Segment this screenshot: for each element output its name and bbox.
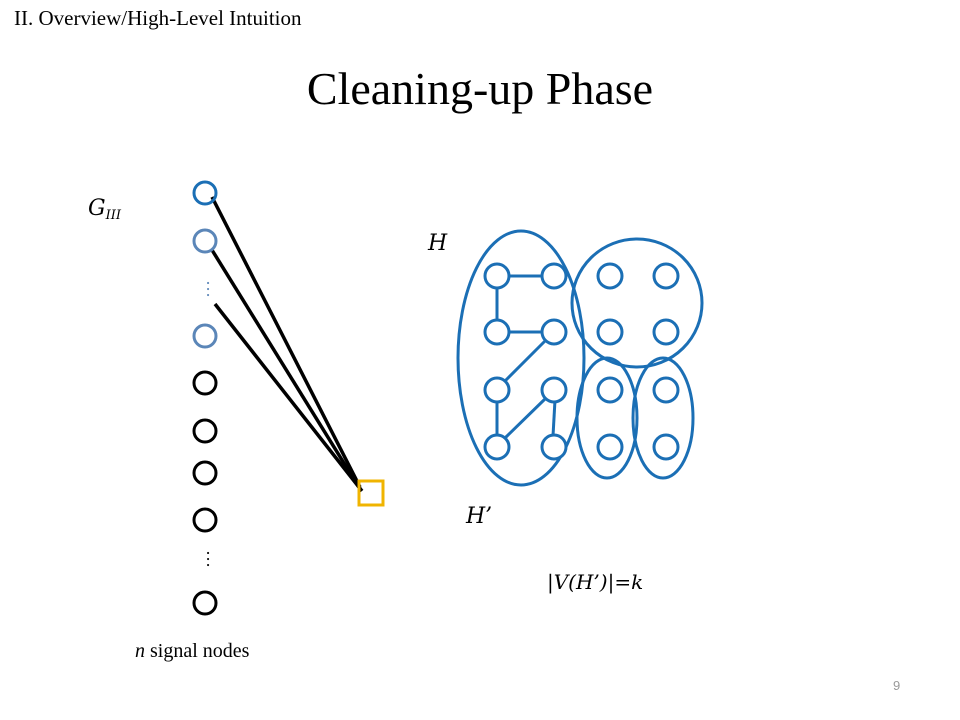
signal-caption-text: signal nodes xyxy=(150,640,250,662)
h-node xyxy=(540,318,568,346)
group-node xyxy=(596,318,624,346)
h-nodes xyxy=(483,262,680,461)
size-equation: |V(H’)|=k xyxy=(547,570,643,595)
group-node xyxy=(596,262,624,290)
slide-title: Cleaning-up Phase xyxy=(306,63,654,114)
signal-node xyxy=(192,590,218,616)
set-h-ellipse xyxy=(456,229,586,487)
group-node xyxy=(652,376,680,404)
group-node xyxy=(652,433,680,461)
group-ellipse-right xyxy=(631,356,695,480)
set-h-label: H xyxy=(427,231,448,256)
vertical-ellipsis-top: … xyxy=(203,280,223,298)
group-ellipse-circle xyxy=(570,237,704,369)
group-node xyxy=(596,433,624,461)
h-edge xyxy=(502,338,548,384)
section-label: II. Overview/High-Level Intuition xyxy=(14,6,302,30)
subset-h-prime-label: H’ xyxy=(465,504,492,529)
h-node xyxy=(483,318,511,346)
signal-node xyxy=(192,180,218,206)
h-node xyxy=(483,433,511,461)
h-node xyxy=(483,376,511,404)
page-number: 9 xyxy=(893,678,901,693)
group-node xyxy=(652,262,680,290)
h-edge xyxy=(503,396,548,440)
set-ellipses xyxy=(456,229,704,487)
signal-node xyxy=(192,370,218,396)
signal-edges xyxy=(210,196,364,493)
signal-node xyxy=(192,228,218,254)
signal-node xyxy=(192,418,218,444)
h-node xyxy=(540,262,568,290)
signal-node xyxy=(192,507,218,533)
check-node xyxy=(357,479,385,507)
signal-edge-3 xyxy=(213,302,364,493)
graph-label-subscript: III xyxy=(105,208,122,223)
signal-node xyxy=(192,460,218,486)
group-node xyxy=(652,318,680,346)
h-node xyxy=(540,433,568,461)
signal-nodes xyxy=(192,180,218,616)
signal-node xyxy=(192,323,218,349)
signal-edge-1 xyxy=(210,196,362,488)
vertical-ellipsis-bottom: … xyxy=(203,550,223,568)
h-edge xyxy=(551,399,557,437)
h-node xyxy=(540,376,568,404)
group-node xyxy=(596,376,624,404)
h-node xyxy=(483,262,511,290)
signal-caption-var: n xyxy=(135,640,145,662)
graph-label: GIII xyxy=(88,196,122,223)
h-edges xyxy=(495,274,557,440)
group-ellipse-left xyxy=(575,356,639,480)
signal-caption: n signal nodes xyxy=(135,640,249,663)
signal-edge-2 xyxy=(210,249,362,490)
